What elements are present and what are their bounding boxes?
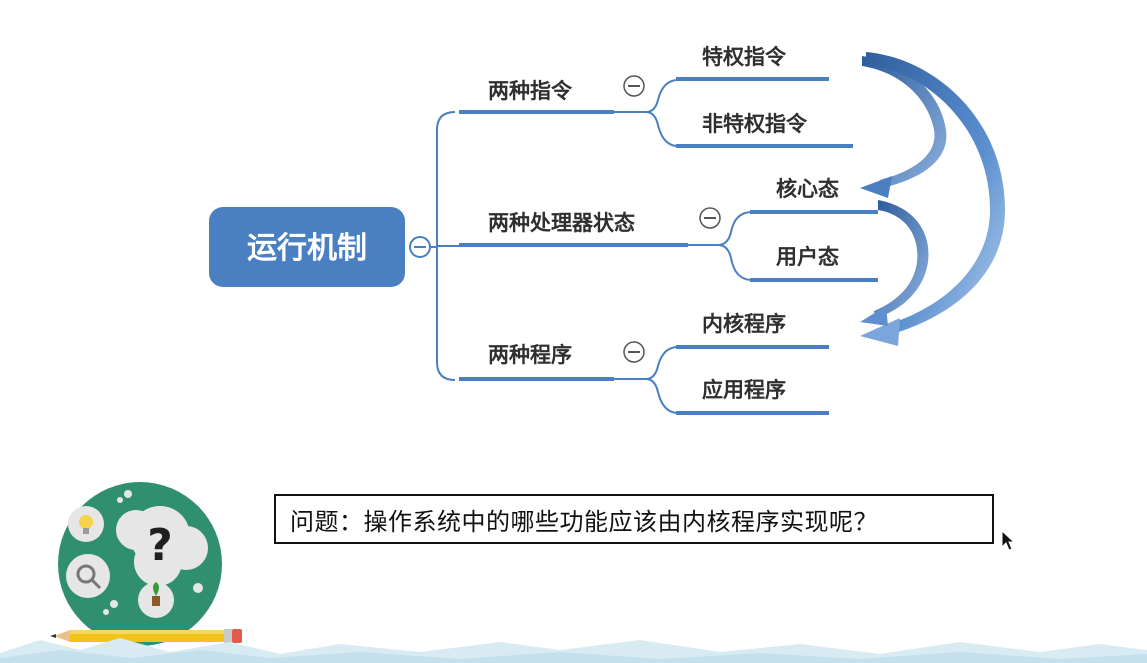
branch-label: 两种指令 — [488, 79, 573, 103]
arrow-privileged-to-kernel — [860, 56, 947, 198]
cloud-dots — [103, 490, 203, 615]
svg-text:?: ? — [147, 520, 173, 571]
pencil-icon — [50, 629, 242, 643]
leaf-node[interactable]: 用户态 — [750, 245, 878, 282]
branch-collapse-icon[interactable] — [699, 207, 721, 229]
leaf-label: 特权指令 — [702, 45, 787, 69]
branch-collapse-icon[interactable] — [623, 75, 645, 97]
leaf-label: 核心态 — [776, 177, 839, 201]
leaf-node[interactable]: 内核程序 — [676, 312, 829, 349]
branch-label: 两种处理器状态 — [488, 211, 635, 235]
leaf-node[interactable]: 非特权指令 — [676, 112, 853, 148]
leaf-label: 非特权指令 — [702, 112, 808, 136]
leaf-node[interactable]: 特权指令 — [676, 45, 829, 81]
branch-node[interactable]: 两种处理器状态 — [459, 211, 688, 247]
branch-connector — [614, 79, 679, 147]
mouse-cursor-icon — [1001, 530, 1016, 551]
question-text: 问题：操作系统中的哪些功能应该由内核程序实现呢？ — [290, 507, 878, 536]
root-label: 运行机制 — [247, 231, 367, 266]
thought-cloud — [116, 506, 208, 586]
root-collapse-icon[interactable] — [409, 236, 431, 258]
leaf-label: 应用程序 — [702, 378, 786, 402]
arrow-kernel-to-kernel-program — [860, 200, 929, 326]
leaf-node[interactable]: 应用程序 — [676, 378, 829, 415]
trunk-connectors — [430, 111, 460, 381]
leaf-node[interactable]: 核心态 — [750, 177, 878, 214]
leaf-label: 内核程序 — [702, 312, 786, 336]
magnifier-icon — [66, 554, 110, 598]
arrow-privileged-to-kernel-program — [860, 52, 1005, 346]
branch-node[interactable]: 两种程序 — [459, 343, 614, 381]
decorative-ground — [0, 638, 1147, 663]
branch-connector — [614, 346, 679, 414]
branch-node[interactable]: 两种指令 — [459, 79, 614, 114]
question-box: 问题：操作系统中的哪些功能应该由内核程序实现呢？ — [274, 494, 994, 544]
root-node[interactable]: 运行机制 — [209, 207, 405, 287]
branch-collapse-icon[interactable] — [623, 341, 645, 363]
leaf-label: 用户态 — [776, 245, 839, 269]
question-mascot-badge: ? — [50, 482, 242, 646]
lightbulb-icon — [68, 506, 104, 542]
branch-connector — [688, 211, 753, 281]
question-mark-icon: ? — [147, 520, 173, 571]
plant-cloud — [138, 582, 174, 618]
branch-label: 两种程序 — [488, 343, 572, 367]
